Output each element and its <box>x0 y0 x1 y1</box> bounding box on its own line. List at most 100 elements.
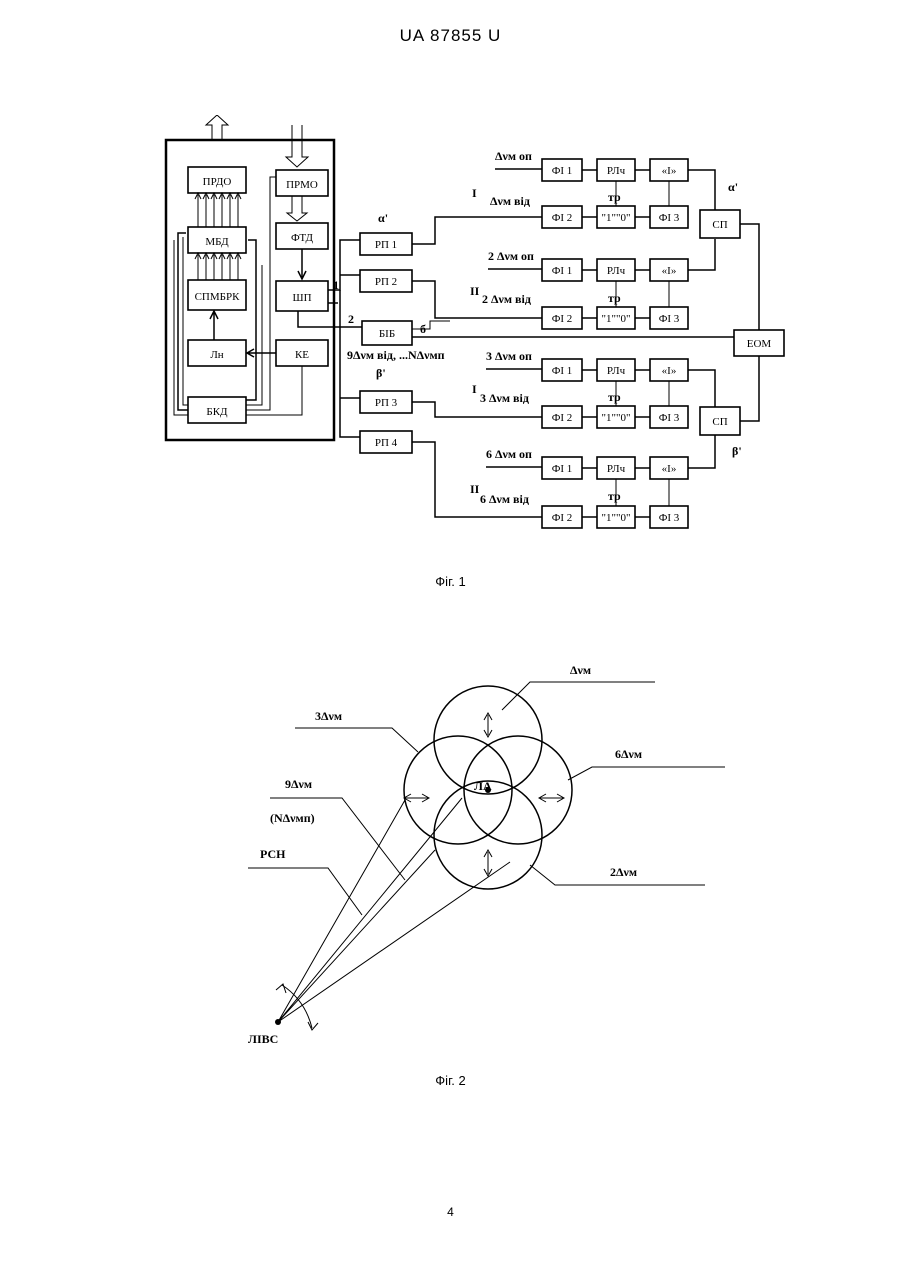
channel-roman-label: I <box>472 382 477 396</box>
channel-multiplier: 3 <box>480 391 486 405</box>
channel-multiplier: 6 <box>486 447 492 461</box>
channel-group-2: 2 Δνм оп ФІ 1 РЛч «І» II 2 Δνм від ФІ 2 … <box>470 239 715 329</box>
channel-input-label: Δνм оп <box>495 149 532 163</box>
block-ln-label: Лн <box>210 349 223 361</box>
line-rp1-fi2 <box>412 217 542 244</box>
label-right: 6Δνм <box>615 747 642 761</box>
block-gate-label: "1""0" <box>602 313 631 325</box>
channel-multiplier: 2 <box>482 292 488 306</box>
loop-ke-bkd <box>246 366 302 415</box>
bib-input-label: 9Δνм від, ...NΔνмп <box>347 348 445 362</box>
beta-label-rp: β' <box>376 366 386 380</box>
tr-label: тр <box>608 489 621 503</box>
bib-input-line <box>412 321 450 329</box>
label-left-top: 3Δνм <box>315 709 342 723</box>
label-left-mid: 9Δνм <box>285 777 312 791</box>
alpha-label-rp: α' <box>378 211 388 225</box>
channel-input-label: Δνм оп <box>497 249 534 263</box>
block-fi3-label: ФІ 3 <box>659 512 680 524</box>
beta-label-sp: β' <box>732 444 742 458</box>
double-arrow-top <box>484 713 492 737</box>
block-fi2-label: ФІ 2 <box>552 412 573 424</box>
figure-1-caption: Фіг. 1 <box>0 574 901 589</box>
block-prdo-label: ПРДО <box>203 176 232 188</box>
label-source: ЛІВС <box>248 1032 278 1046</box>
channel-group-4: 6 Δνм оп ФІ 1 РЛч «І» II 6 Δνм від ФІ 2 … <box>470 435 715 528</box>
block-bib-label: БІБ <box>379 328 395 340</box>
block-sp-beta-label: СП <box>712 416 727 428</box>
line-sp-beta-eom <box>740 356 759 421</box>
block-rlch-label: РЛч <box>607 165 626 177</box>
block-spmbrk-label: СПМБРК <box>195 291 240 303</box>
channel-input-label: Δνм оп <box>495 349 532 363</box>
bus-arrows-spmbrk-mbd <box>195 253 241 280</box>
channel-multiplier: 2 <box>488 249 494 263</box>
alpha-label-sp: α' <box>728 180 738 194</box>
coverage-diagram-figure-2: ЛА Δνм 3Δνм 6Δνм 2Δνм 9Δνм (NΔνмп) РСН Л… <box>230 640 730 1060</box>
block-rp2-label: РП 2 <box>375 276 397 288</box>
loop-prmo <box>246 177 276 410</box>
loop-right-2 <box>246 265 262 405</box>
block-rlch-label: РЛч <box>607 463 626 475</box>
leader-right <box>568 767 725 780</box>
block-gate-label: "1""0" <box>602 412 631 424</box>
block-fi1-label: ФІ 1 <box>552 265 573 277</box>
channel-input-label: Δνм від <box>489 391 529 405</box>
block-gate-label: "1""0" <box>602 512 631 524</box>
output-hollow-arrow <box>206 115 228 140</box>
label-bottom-right: 2Δνм <box>610 865 637 879</box>
port-label-1: 1 <box>333 278 339 292</box>
tr-label: тр <box>608 291 621 305</box>
double-arrow-left <box>404 794 429 802</box>
hollow-arrow-prmo-ftd <box>287 196 307 221</box>
figure-2-caption: Фіг. 2 <box>0 1073 901 1088</box>
channel-input-label: Δνм оп <box>495 447 532 461</box>
block-one-label: «І» <box>662 165 677 177</box>
block-fi1-label: ФІ 1 <box>552 463 573 475</box>
double-arrow-bottom <box>484 850 492 876</box>
block-gate-label: "1""0" <box>602 212 631 224</box>
channel-roman-label: II <box>470 284 480 298</box>
tr-label: тр <box>608 190 621 204</box>
block-shp-label: ШП <box>292 292 311 304</box>
channel-roman-label: I <box>472 186 477 200</box>
block-bkd-label: БКД <box>206 406 228 418</box>
block-sp-alpha-label: СП <box>712 219 727 231</box>
block-rlch-label: РЛч <box>607 365 626 377</box>
line-sp-alpha-eom <box>740 224 759 330</box>
scan-arc-arrowheads <box>276 984 318 1030</box>
block-fi2-label: ФІ 2 <box>552 212 573 224</box>
center-label: ЛА <box>474 779 492 793</box>
double-arrow-right <box>539 794 564 802</box>
patent-header: UA 87855 U <box>0 26 901 46</box>
port-label-2: 2 <box>348 312 354 326</box>
loop-mbd-bkd-right <box>246 240 256 400</box>
input-hollow-arrow <box>286 125 308 167</box>
block-fi3-label: ФІ 3 <box>659 412 680 424</box>
bus-arrows-mbd-prdo <box>195 193 241 227</box>
block-rp3-label: РП 3 <box>375 397 398 409</box>
beam-rays <box>278 798 510 1022</box>
leader-rsn <box>248 868 362 915</box>
channel-input-label: Δνм від <box>490 194 530 208</box>
label-top: Δνм <box>570 663 591 677</box>
block-ke-label: КЕ <box>295 349 309 361</box>
block-rlch-label: РЛч <box>607 265 626 277</box>
source-point <box>275 1019 281 1025</box>
label-rsn: РСН <box>260 847 286 861</box>
channel-group-3: 3 Δνм оп ФІ 1 РЛч «І» I 3 Δνм від ФІ 2 "… <box>472 349 715 428</box>
block-diagram-figure-1: ПРДО МБД СПМБРК Лн БКД ПРМО ФТД ШП КЕ 1 … <box>150 115 800 545</box>
block-fi1-label: ФІ 1 <box>552 365 573 377</box>
label-left-mid2: (NΔνмп) <box>270 811 315 825</box>
channel-group-1: Δνм оп ФІ 1 РЛч «І» I Δνм від ФІ 2 "1""0… <box>472 149 715 228</box>
block-rp4-label: РП 4 <box>375 437 398 449</box>
leader-top <box>502 682 655 710</box>
channel-input-label: Δνм від <box>489 492 529 506</box>
block-fi1-label: ФІ 1 <box>552 165 573 177</box>
channel-roman-label: II <box>470 482 480 496</box>
block-eom-label: ЕОМ <box>747 338 772 350</box>
loop-bkd-mbd-inner <box>174 237 188 415</box>
block-prmo-label: ПРМО <box>286 179 318 191</box>
page-number: 4 <box>0 1205 901 1219</box>
block-rp1-label: РП 1 <box>375 239 397 251</box>
